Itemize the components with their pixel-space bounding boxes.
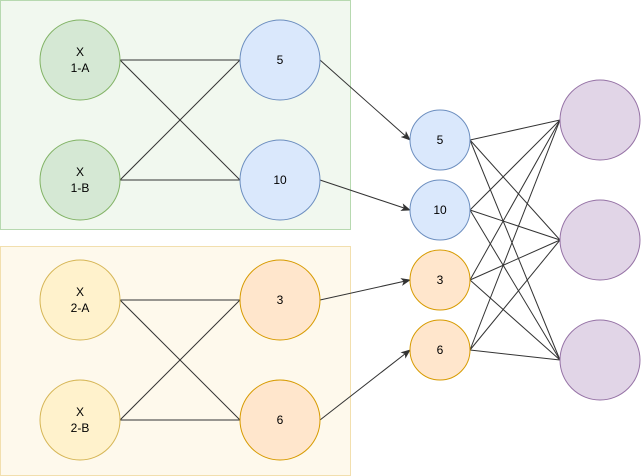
node-output-2[interactable]: [559, 199, 641, 281]
edge-m5-to-p3: [469, 139, 561, 361]
node-group1-10[interactable]: 10: [239, 139, 321, 221]
node-x-2-b-circle: [39, 379, 121, 461]
edge-m10-to-p3: [469, 209, 561, 361]
edge-m5-to-p2: [469, 139, 561, 241]
node-output-2-circle: [559, 199, 641, 281]
node-x-2-a-label-line2: 2-A: [71, 301, 90, 315]
node-x-2-a[interactable]: X 2-A: [39, 259, 121, 341]
edge-m3-to-p2: [469, 239, 561, 281]
node-group1-10-circle: [239, 139, 321, 221]
node-merge-6-circle: [409, 319, 471, 381]
node-group1-5-label: 5: [277, 53, 284, 67]
node-merge-6[interactable]: 6: [409, 319, 471, 381]
edge-m5-to-p1: [469, 119, 561, 141]
node-x-2-b-label-line2: 2-B: [71, 421, 90, 435]
node-merge-10-circle: [409, 179, 471, 241]
node-merge-5-circle: [409, 109, 471, 171]
node-group2-3-label: 3: [277, 293, 284, 307]
arrow-5-to-merge-5: [319, 59, 411, 141]
node-output-1[interactable]: [559, 79, 641, 161]
node-group2-3-circle: [239, 259, 321, 341]
node-x-1-b-circle: [39, 139, 121, 221]
edge-m3-to-p1: [469, 119, 561, 281]
node-merge-3-label: 3: [437, 273, 444, 287]
node-merge-6-label: 6: [437, 343, 444, 357]
node-output-3[interactable]: [559, 319, 641, 401]
node-x-2-a-circle: [39, 259, 121, 341]
node-group2-6[interactable]: 6: [239, 379, 321, 461]
node-group2-6-circle: [239, 379, 321, 461]
node-x-1-b-label-line2: 1-B: [71, 181, 90, 195]
node-x-1-a-label-line2: 1-A: [71, 61, 90, 75]
node-merge-3[interactable]: 3: [409, 249, 471, 311]
node-x-2-b[interactable]: X 2-B: [39, 379, 121, 461]
edge-m6-to-p1: [469, 119, 561, 351]
node-group2-3[interactable]: 3: [239, 259, 321, 341]
node-x-2-b-label-line1: X: [76, 405, 84, 419]
edge-m10-to-p1: [469, 119, 561, 211]
arrow-3-to-merge-3: [319, 278, 411, 301]
node-x-2-a-label-line1: X: [76, 285, 84, 299]
node-x-1-b[interactable]: X 1-B: [39, 139, 121, 221]
edge-m6-to-p2: [469, 239, 561, 351]
node-group1-10-label: 10: [273, 173, 287, 187]
edge-m10-to-p2: [469, 209, 561, 241]
node-x-1-a[interactable]: X 1-A: [39, 19, 121, 101]
node-merge-10[interactable]: 10: [409, 179, 471, 241]
edge-x2b-to-3: [119, 299, 241, 421]
arrow-6-to-merge-6: [319, 349, 411, 421]
node-merge-3-circle: [409, 249, 471, 311]
connection-lines: [119, 59, 561, 421]
node-group1-5[interactable]: 5: [239, 19, 321, 101]
node-x-1-a-circle: [39, 19, 121, 101]
node-merge-5[interactable]: 5: [409, 109, 471, 171]
node-merge-10-label: 10: [433, 203, 447, 217]
node-x-1-b-label-line1: X: [76, 165, 84, 179]
edge-m6-to-p3: [469, 349, 561, 361]
arrow-10-to-merge-10: [319, 179, 411, 211]
node-output-1-circle: [559, 79, 641, 161]
edge-x1b-to-5: [119, 59, 241, 181]
edge-m3-to-p3: [469, 279, 561, 361]
node-group1-5-circle: [239, 19, 321, 101]
node-group2-6-label: 6: [277, 413, 284, 427]
node-merge-5-label: 5: [437, 133, 444, 147]
node-output-3-circle: [559, 319, 641, 401]
node-x-1-a-label-line1: X: [76, 45, 84, 59]
